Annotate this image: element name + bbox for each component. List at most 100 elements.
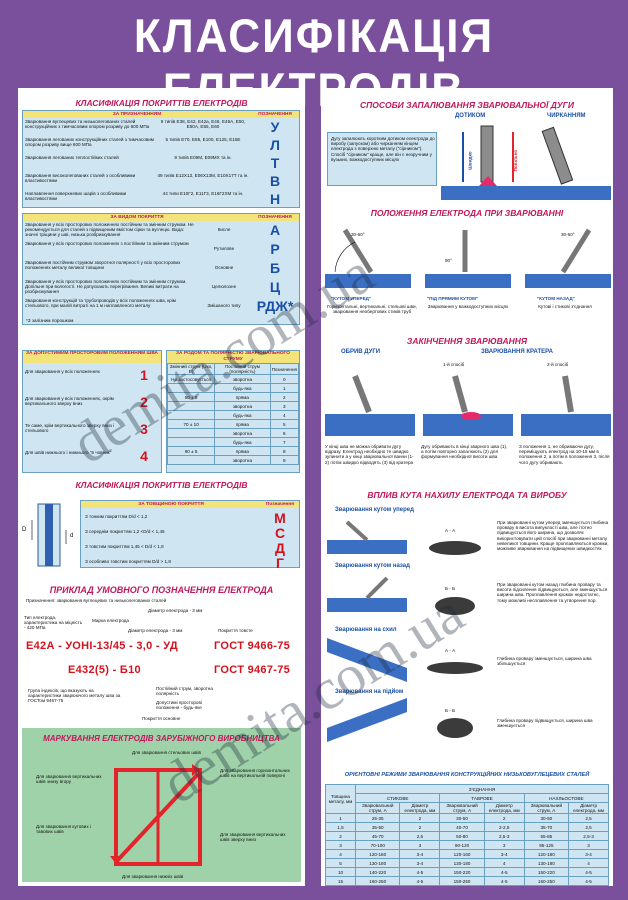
current-cell: 70 ± 10 — [166, 419, 216, 429]
mode-cell: 150-220 — [439, 867, 485, 877]
mode-cell: 2 — [483, 813, 525, 823]
mode-cell: 130-180 — [439, 858, 485, 868]
foreign-l1: Для зварювання стельових швів — [132, 750, 201, 755]
mode-cell: 1 — [325, 813, 356, 823]
thickness-code: Д — [275, 540, 285, 556]
slow-label: Повільно — [513, 149, 519, 172]
purpose-row-text: Зварювання вуглецевих та низьколегованих… — [25, 119, 150, 130]
coating-type-kind: Змішаного типу — [207, 303, 241, 308]
mode-cell: 4 — [483, 858, 525, 868]
label-coat-thick: Покриття товсте — [218, 628, 253, 633]
mode-cell: 5 — [325, 858, 356, 868]
current-cell: 2 — [269, 392, 300, 402]
electrode-section-drawing — [31, 503, 67, 567]
mode-cell: 2 — [399, 813, 441, 823]
current-cell: 7 — [269, 437, 300, 447]
label-diameter: Діаметр електрода - 3 мм — [148, 608, 203, 613]
section-aa-1: А - А — [445, 528, 456, 533]
foreign-marking-block: МАРКУВАННЯ ЕЛЕКТРОДІВ ЗАРУБІЖНОГО ВИРОБН… — [22, 728, 301, 882]
current-cell — [166, 428, 216, 438]
w1-label: Зварювання кутом уперед — [335, 507, 414, 513]
iron-powder-note: *З залізним порошком — [26, 318, 74, 323]
current-cell: будь-яка — [214, 383, 271, 393]
fast-label: Швидко — [467, 151, 473, 170]
current-cell: зворотна — [214, 428, 271, 438]
mode-th-joint: З'ЄДНАННЯ — [355, 784, 609, 794]
mode-th-butt: СТИКОВЕ — [354, 793, 441, 803]
example-gost-1: ГОСТ 9466-75 — [214, 640, 291, 652]
mode-th-cur: Зварювальний струм, А — [354, 802, 401, 814]
coating-type-code: Р — [270, 241, 280, 257]
current-table: ЗА РОДОМ ТА ПОЛЯРНІСТЮ ЗВАРЮВАЛЬНОГО СТР… — [166, 350, 300, 473]
mode-cell: 45-70 — [354, 831, 401, 841]
back-text: Кутові і стикові з'єднання — [538, 304, 592, 309]
mode-cell: 4-5 — [568, 867, 609, 877]
position-code: 3 — [140, 421, 148, 437]
w3-label: Зварювання на схил — [335, 627, 397, 633]
purpose-code: Т — [270, 155, 280, 171]
coating-title: КЛАСИФІКАЦІЯ ПОКРИТТІВ ЕЛЕКТРОДІВ — [75, 98, 248, 108]
purpose-code: Л — [270, 137, 280, 153]
mode-cell: 25-35 — [354, 813, 401, 823]
coating-type-text: Зварювання у всіх просторових положеннях… — [25, 241, 189, 246]
tilt-text-4: Глибина провару підвищується, ширина шва… — [497, 718, 593, 729]
mode-cell: 30-50 — [523, 813, 570, 823]
finish-text-1: У кінці шва не можна обривати дугу відра… — [325, 444, 414, 465]
purpose-code: В — [269, 173, 281, 189]
foreign-l5: Для зварювання вертикальних швів зверху … — [220, 832, 286, 843]
example-code-1: Е42А - УОНІ-13/45 - 3,0 - УД — [26, 640, 178, 652]
mode-cell: 3 — [399, 840, 441, 850]
purpose-header: ЗА ПРИЗНАЧЕННЯМ — [23, 111, 251, 118]
positions-header: ЗА ДОПУСТИМИМ ПРОСТОРОВИМ ПОЛОЖЕННЯМ ШВА — [23, 351, 161, 363]
foreign-l2: Для зварювання вертикальних швів знизу в… — [36, 774, 102, 785]
current-cell: зворотна — [214, 374, 271, 384]
coating-type-code: Ц — [269, 279, 281, 295]
coating-type-code: Б — [269, 260, 281, 276]
tilt-text-1: При зварюванні кутом уперед зменшується … — [497, 520, 609, 552]
mode-cell: 160-340 — [523, 885, 570, 886]
mode-cell: 2,5-3 — [568, 831, 609, 841]
mode-cell: 2,5 — [568, 813, 609, 823]
current-cell: пряма — [214, 392, 271, 402]
thickness-title: КЛАСИФІКАЦІЯ ПОКРИТТІВ ЕЛЕКТРОДІВ — [75, 480, 248, 490]
mode-th-tee: ТАВРОВЕ — [439, 793, 525, 803]
mode-cell: 4 — [325, 849, 356, 859]
mode-cell: 2-2,5 — [483, 822, 525, 832]
current-cell: 6 — [269, 428, 300, 438]
mode-cell: 35-70 — [523, 822, 570, 832]
coating-type-kind: Основне — [214, 265, 234, 270]
mode-cell: 35-50 — [354, 822, 401, 832]
mode-cell: 2 — [325, 831, 356, 841]
current-cell: 9 — [269, 455, 300, 465]
label-brand: Марка електрода — [92, 618, 129, 623]
current-col-header: Постійний струм (полярність) — [214, 363, 271, 375]
thickness-code: Г — [276, 555, 284, 571]
example-title: ПРИКЛАД УМОВНОГО ПОЗНАЧЕННЯ ЕЛЕКТРОДА — [49, 585, 274, 595]
section-aa-2: А - А — [445, 648, 456, 653]
coating-type-table: ЗА ВИДОМ ПОКРИТТЯ ПОЗНАЧЕННЯ *З залізним… — [22, 213, 300, 325]
coating-type-code: А — [269, 222, 281, 238]
mode-cell: 4-5 — [399, 867, 441, 877]
mode-cell: 3-4 — [399, 858, 441, 868]
foreign-l4: Для зварювання кутових і тавових швів — [36, 824, 91, 835]
method1-label: 1-й спосіб — [443, 362, 465, 367]
mode-cell: 4 — [568, 858, 609, 868]
forward-label: "КУТОМ УПЕРЕД" — [331, 296, 372, 301]
mode-cell: 4-5 — [568, 876, 609, 886]
electrode-positions-drawing — [325, 228, 611, 288]
example-purpose: Призначення: зварювання вуглецевих та ни… — [26, 598, 167, 603]
purpose-row-text: Зварювання високолегованих сталей з особ… — [25, 173, 136, 184]
mode-th-dia: Діаметр електрода, мм — [399, 802, 441, 814]
mode-cell: 2,5 — [399, 831, 441, 841]
current-cell: будь-яка — [214, 437, 271, 447]
position-code: 4 — [140, 448, 148, 464]
current-cell: 3 — [269, 401, 300, 411]
coating-type-kind: Кисле — [217, 227, 231, 232]
coating-type-text: Зварювання у всіх просторових положеннях… — [25, 222, 194, 238]
thickness-header: ЗА ТОВЩИНОЮ ПОКРИТТЯ — [81, 501, 261, 508]
thickness-text: З тонким покриттям D/d < 1,2 — [85, 514, 148, 519]
thickness-code: С — [274, 525, 286, 541]
position-code: 2 — [140, 394, 148, 410]
position-text: Для зварювання у всіх положеннях, окрім … — [25, 396, 114, 407]
label-pos: Допустимі просторові положення - будь-як… — [156, 700, 202, 711]
